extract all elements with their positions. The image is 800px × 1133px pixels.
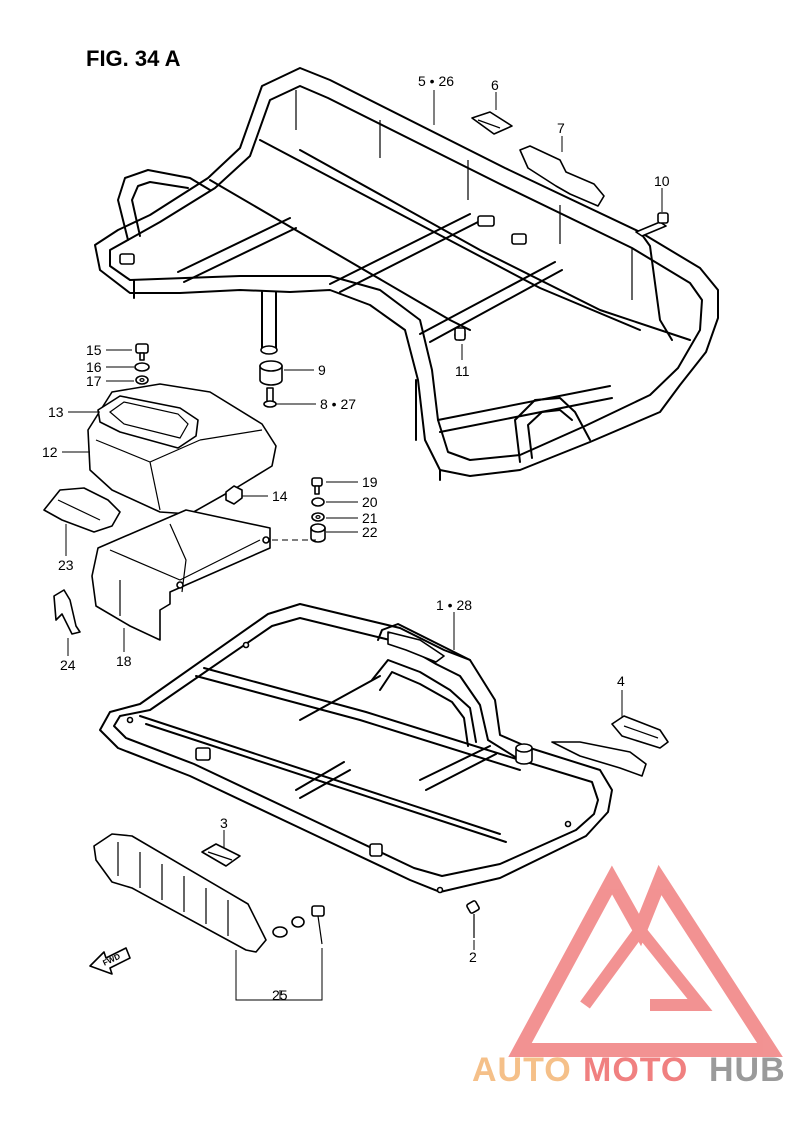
- figure-title: FIG. 34 A: [86, 46, 181, 71]
- callout-19: 19: [362, 474, 378, 490]
- callout-12: 12: [42, 444, 58, 460]
- callout-22: 22: [362, 524, 378, 540]
- callout-13: 13: [48, 404, 64, 420]
- callout-21: 21: [362, 510, 378, 526]
- tool-box: [87, 383, 277, 515]
- part-23-sheet: [43, 487, 121, 533]
- callout-1-28: 1 • 28: [436, 597, 472, 613]
- part-17-washer: [135, 375, 149, 385]
- callout-labels: 5 • 26 6 7 10 9 11 8 • 27 15 16 17 13 12…: [42, 73, 670, 1003]
- callout-11: 11: [455, 363, 470, 379]
- part-2-bolt: [466, 900, 480, 938]
- watermark-hub: HUB: [709, 1051, 786, 1089]
- part-21-washer: [311, 512, 325, 522]
- callout-16: 16: [86, 359, 102, 375]
- watermark-text: AUTO MOTO HUB: [472, 1051, 786, 1089]
- part-19-bolt: [311, 477, 323, 495]
- forward-arrow-icon: FWD: [89, 947, 131, 975]
- part-8-bolt: [263, 387, 277, 408]
- part-15-screw: [135, 343, 149, 361]
- part-24-clip: [53, 589, 81, 635]
- callout-17: 17: [86, 373, 102, 389]
- watermark-auto: AUTO: [472, 1051, 572, 1089]
- callout-5-26: 5 • 26: [418, 73, 454, 89]
- callout-6: 6: [491, 77, 499, 93]
- part-14-nut: [225, 485, 243, 505]
- callout-3: 3: [220, 815, 228, 831]
- part-6-reflector: [471, 111, 513, 135]
- callout-7: 7: [557, 120, 565, 136]
- part-16-washer: [134, 362, 150, 372]
- rear-carrier-rack: [94, 67, 719, 481]
- part-4-reflector: [611, 715, 669, 749]
- part-9-cushion: [259, 360, 283, 386]
- callout-2: 2: [469, 949, 477, 965]
- part-20-washer: [311, 497, 325, 507]
- callout-18: 18: [116, 653, 132, 669]
- leader-lines: [62, 90, 663, 1001]
- callout-25: 25: [272, 987, 288, 1003]
- part-11-nut: [454, 327, 466, 341]
- part-10-bolt: [635, 212, 669, 237]
- callout-9: 9: [318, 362, 326, 378]
- callout-10: 10: [654, 173, 670, 189]
- part-18-bracket: [91, 509, 271, 641]
- callout-14: 14: [272, 488, 288, 504]
- callout-8-27: 8 • 27: [320, 396, 356, 412]
- callout-15: 15: [86, 342, 102, 358]
- callout-20: 20: [362, 494, 378, 510]
- callout-23: 23: [58, 557, 74, 573]
- part-22-collar: [310, 523, 326, 543]
- callout-4: 4: [617, 673, 625, 689]
- watermark-moto: MOTO: [583, 1051, 688, 1089]
- front-carrier-rack: [99, 603, 647, 894]
- part-3-reflector: [201, 843, 241, 867]
- callout-24: 24: [60, 657, 76, 673]
- watermark-logo: [508, 864, 783, 1057]
- part-7-decal: [519, 145, 605, 207]
- part-25-guard: [93, 833, 325, 953]
